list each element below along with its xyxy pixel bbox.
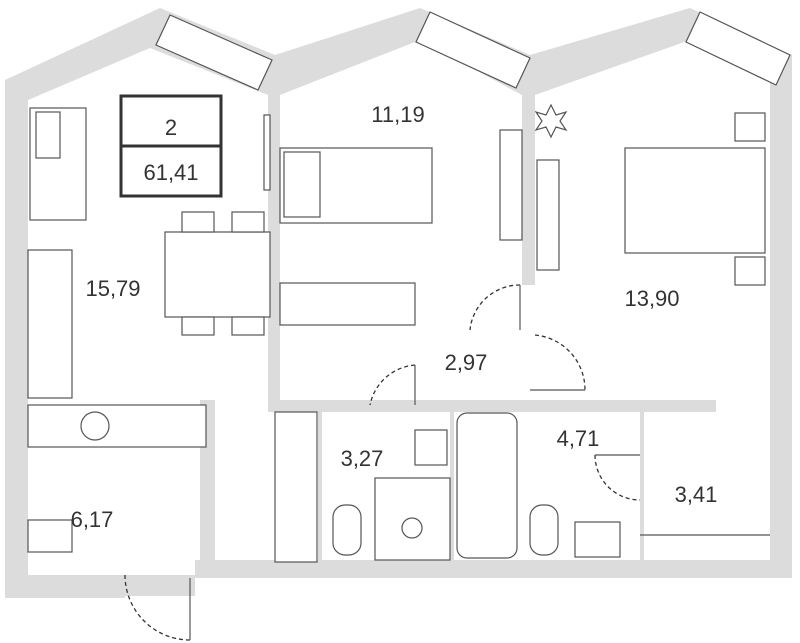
doors (124, 284, 641, 641)
furniture (27, 103, 770, 563)
room-area-kitchen-living: 15,79 (85, 276, 140, 301)
rooms-count: 2 (165, 115, 177, 140)
room-area-entrance: 6,17 (71, 507, 114, 532)
windows (155, 11, 791, 91)
room-area-bathroom: 3,27 (341, 446, 384, 471)
room-area-wardrobe: 3,41 (675, 482, 718, 507)
room-area-bedroom-small: 11,19 (371, 102, 424, 127)
apartment-badge: 2 61,41 (119, 94, 223, 198)
room-area-bedroom-large: 13,90 (624, 286, 679, 311)
total-area: 61,41 (143, 160, 198, 185)
internal-walls (200, 90, 716, 560)
room-area-hall: 2,97 (445, 350, 488, 375)
room-area-bathroom-2: 4,71 (557, 426, 600, 451)
